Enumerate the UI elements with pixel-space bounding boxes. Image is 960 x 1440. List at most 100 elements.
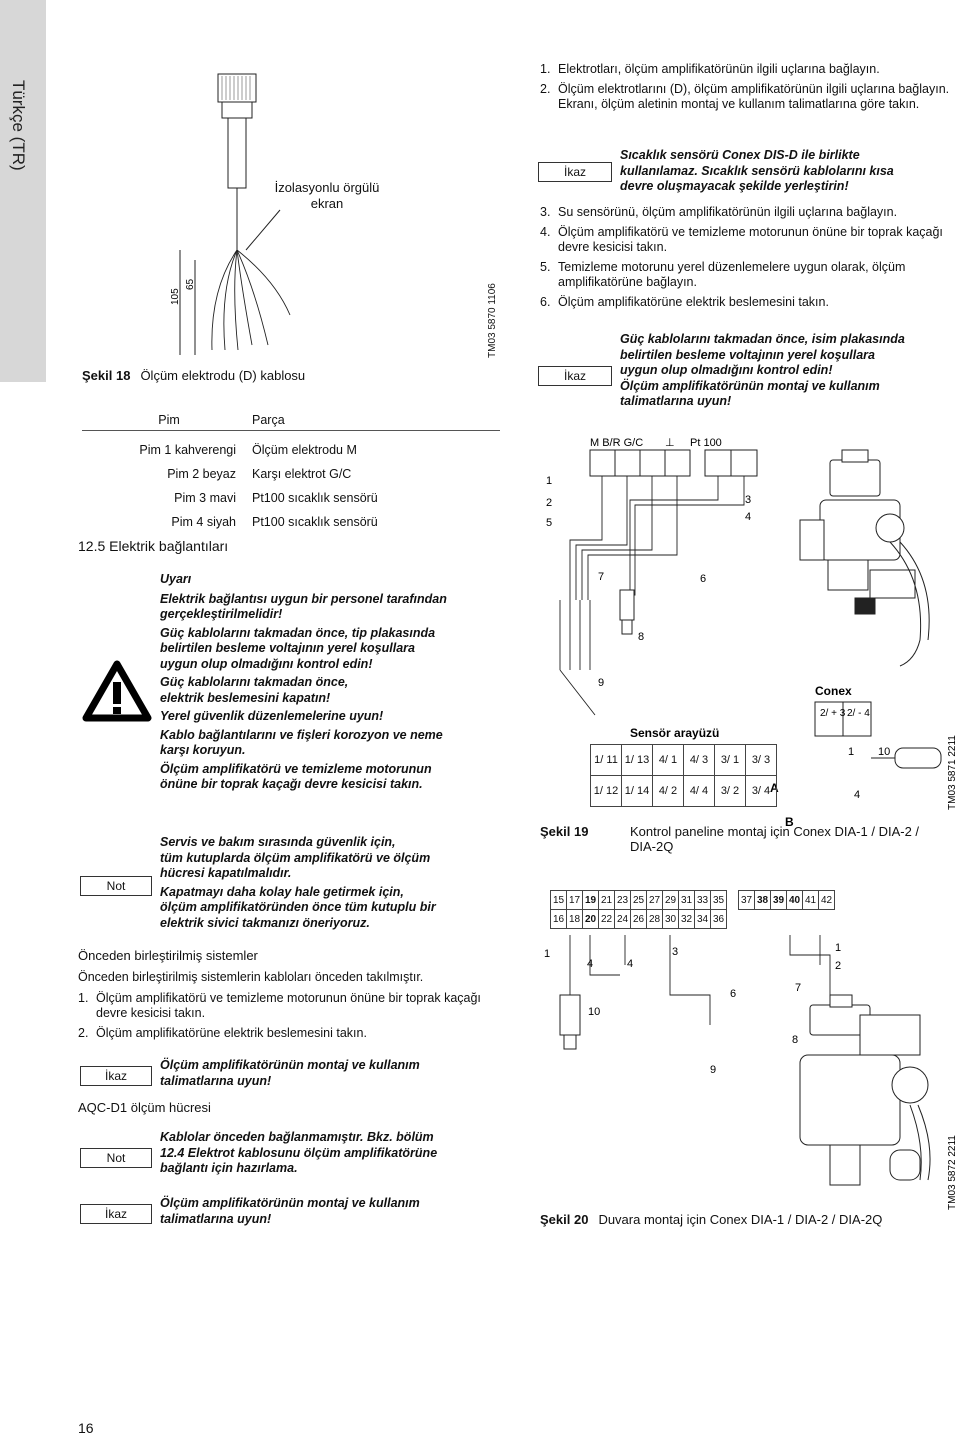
terminal-cell: 3/ 3: [745, 744, 777, 776]
part-col-header: Parça: [236, 410, 500, 431]
step-text: Su sensörünü, ölçüm amplifikatörünün ilg…: [558, 205, 898, 219]
callout-1: 1: [546, 475, 552, 487]
list-item: 2.Ölçüm amplifikatörüne elektrik besleme…: [78, 1026, 498, 1041]
caution-block: Güç kablolarını takmadan önce, isim plak…: [620, 332, 960, 410]
callout-10: 10: [588, 1006, 600, 1018]
warning-text: Kablo bağlantılarını ve fişleri korozyon…: [160, 727, 443, 742]
steps-block-a: 1.Elektrotları, ölçüm amplifikatörünün i…: [540, 62, 960, 117]
steps-block-b: 3. Su sensörünü, ölçüm amplifikatörünün i…: [540, 205, 960, 315]
fig20-caption-num: Şekil 20: [540, 1212, 589, 1227]
callout-4b: 4: [627, 958, 633, 970]
list-item: 6.Ölçüm amplifikatörüne elektrik besleme…: [540, 295, 960, 310]
terminal-cell: 35: [710, 890, 727, 910]
callout-3: 3: [745, 494, 751, 506]
label-b: B: [785, 815, 794, 829]
terminal-cell: 1/ 14: [621, 775, 653, 807]
warning-text: elektrik beslemesini kapatın!: [160, 690, 331, 705]
list-item: 4.Ölçüm amplifikatörü ve temizleme motor…: [540, 225, 960, 255]
warning-triangle-icon: [82, 660, 152, 722]
step-number: 5.: [540, 260, 551, 274]
callout-5: 5: [546, 517, 552, 529]
callout-7: 7: [598, 571, 604, 583]
warning-text: Ölçüm amplifikatörü ve temizleme motorun…: [160, 761, 432, 776]
step-number: 2.: [540, 82, 551, 96]
terminal-cell: 16: [550, 909, 567, 929]
warning-text: Elektrik bağlantısı uygun bir personel t…: [160, 591, 447, 606]
caution-text: Ölçüm amplifikatörünün montaj ve kullanı…: [160, 1058, 420, 1072]
fig18-caption-text: Ölçüm elektrodu (D) kablosu: [140, 368, 306, 383]
caution-text: Güç kablolarını takmadan önce, isim plak…: [620, 332, 905, 346]
fig19-code: TM03 5871 2211: [947, 735, 958, 810]
language-label: Türkçe (TR): [9, 80, 28, 171]
terminal-cell: 3/ 2: [714, 775, 746, 807]
terminal-cell: 22: [598, 909, 615, 929]
note-text: Servis ve bakım sırasında güvenlik için,: [160, 835, 396, 849]
step-number: 3.: [540, 205, 551, 219]
caution-text: uygun olup olmadığını kontrol edin!: [620, 363, 833, 377]
callout-1b: 1: [848, 746, 854, 758]
prewired-section: Önceden birleştirilmiş sistemler Önceden…: [78, 948, 498, 1046]
ground-symbol: ⊥: [665, 437, 675, 449]
note-text: bağlantı için hazırlama.: [160, 1161, 298, 1175]
step-text: Ölçüm elektrotlarını (D), ölçüm amplifik…: [558, 82, 950, 111]
callout-9: 9: [598, 677, 604, 689]
part-cell: Karşı elektrot G/C: [252, 467, 352, 481]
callout-8: 8: [792, 1034, 798, 1046]
terminal-cell: 38: [754, 890, 771, 910]
caution-text: talimatlarına uyun!: [160, 1073, 272, 1088]
terminal-cell: 1/ 12: [590, 775, 622, 807]
warning-text: önüne bir toprak kaçağı devre kesicisi t…: [160, 777, 423, 791]
part-cell: Ölçüm elektrodu M: [252, 443, 357, 457]
step-text: Ölçüm amplifikatörü ve temizleme motorun…: [96, 991, 481, 1020]
callout-8: 8: [638, 631, 644, 643]
fig20-code: TM03 5872 2211: [947, 1135, 958, 1210]
list-item: 1.Elektrotları, ölçüm amplifikatörünün i…: [540, 62, 960, 77]
callout-2: 2: [835, 960, 841, 972]
callout-10: 10: [878, 746, 890, 758]
terminal-cell: 4/ 1: [652, 744, 684, 776]
terminal-cell: 19: [582, 890, 599, 910]
caution-block: Ölçüm amplifikatörünün montaj ve kullanı…: [160, 1058, 500, 1089]
aqc-heading: AQC-D1 ölçüm hücresi: [78, 1100, 211, 1115]
terminal-cell: 26: [630, 909, 647, 929]
terminal-cell: 24: [614, 909, 631, 929]
conex-cell-1: 2/ + 3: [820, 708, 846, 719]
fig18-caption: Şekil 18 Ölçüm elektrodu (D) kablosu: [82, 368, 305, 383]
step-text: Temizleme motorunu yerel düzenlemelere u…: [558, 260, 906, 289]
conex-label: Conex: [815, 684, 852, 698]
terminal-cell: 39: [770, 890, 787, 910]
terminal-cell: 3/ 1: [714, 744, 746, 776]
terminal-cell: 17: [566, 890, 583, 910]
terminal-cell: 28: [646, 909, 663, 929]
callout-1: 1: [544, 948, 550, 960]
warning-text: gerçekleştirilmelidir!: [160, 607, 283, 621]
step-number: 2.: [78, 1026, 89, 1040]
step-number: 1.: [78, 991, 89, 1005]
fig18-caption-num: Şekil 18: [82, 368, 131, 383]
fig19-caption: Şekil 19 Kontrol paneline montaj için Co…: [540, 824, 940, 854]
pt100-label: Pt 100: [690, 437, 722, 449]
note-block: Servis ve bakım sırasında güvenlik için,…: [160, 835, 500, 931]
terminal-cell: 21: [598, 890, 615, 910]
terminal-cell: 1/ 11: [590, 744, 622, 776]
callout-4b: 4: [854, 789, 860, 801]
step-text: Elektrotları, ölçüm amplifikatörünün ilg…: [558, 62, 880, 76]
terminal-cell: 1/ 13: [621, 744, 653, 776]
terminal-cell: 4/ 4: [683, 775, 715, 807]
callout-2: 2: [546, 497, 552, 509]
caution-text: Sıcaklık sensörü Conex DIS-D ile birlikt…: [620, 148, 860, 162]
language-side-tab: Türkçe (TR): [0, 0, 46, 382]
prewired-heading: Önceden birleştirilmiş sistemler: [78, 948, 258, 963]
terminal-cell: 30: [662, 909, 679, 929]
prewired-intro: Önceden birleştirilmiş sistemlerin kablo…: [78, 969, 424, 984]
terminal-cell: 31: [678, 890, 695, 910]
caution-block: Sıcaklık sensörü Conex DIS-D ile birlikt…: [620, 148, 960, 195]
note-label: Not: [80, 876, 152, 896]
section-heading-electrical: 12.5 Elektrik bağlantıları: [78, 538, 229, 554]
terminal-cell: 4/ 2: [652, 775, 684, 807]
